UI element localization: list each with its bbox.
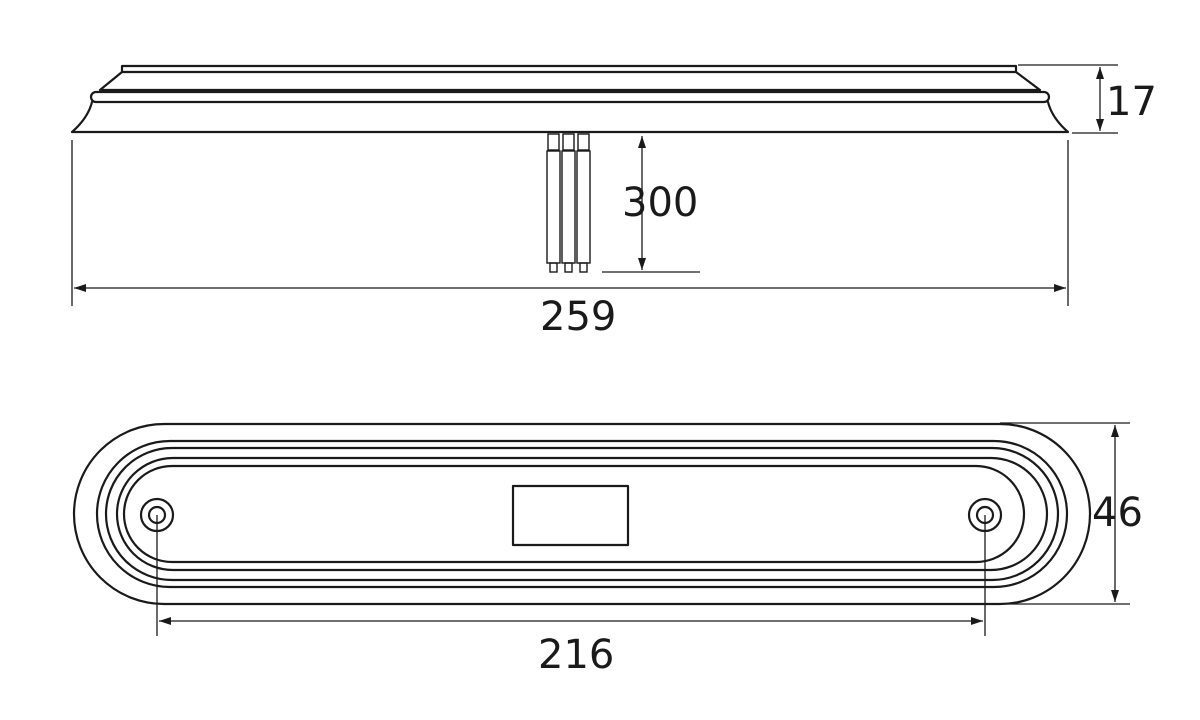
dimension-overall-length: 259 (71, 140, 1069, 340)
dimension-216-label: 216 (538, 632, 614, 678)
lens-outline (122, 464, 1026, 564)
dimension-46-label: 46 (1092, 490, 1143, 536)
cable-wires (546, 150, 591, 273)
body-base (70, 100, 1070, 134)
top-view: 46 216 (72, 422, 1143, 678)
top-flange (120, 64, 1018, 74)
inner-outline-1 (95, 439, 1069, 589)
dimension-hole-spacing: 216 (156, 515, 986, 678)
dimension-cable-length: 300 (602, 136, 700, 273)
dimension-width: 46 (1000, 422, 1143, 605)
dimension-259-label: 259 (540, 294, 616, 340)
center-label-plate (511, 484, 630, 547)
side-view: 17 300 259 (70, 64, 1157, 340)
inner-outline-3 (115, 456, 1049, 572)
inner-outline-2 (104, 446, 1060, 582)
dimension-17-label: 17 (1106, 79, 1157, 125)
outer-outline (72, 422, 1092, 606)
body-step (98, 70, 1042, 92)
body-bead (89, 90, 1051, 104)
dimension-300-label: 300 (622, 180, 698, 226)
dimension-height-side: 17 (1018, 64, 1157, 134)
connector (547, 133, 590, 151)
